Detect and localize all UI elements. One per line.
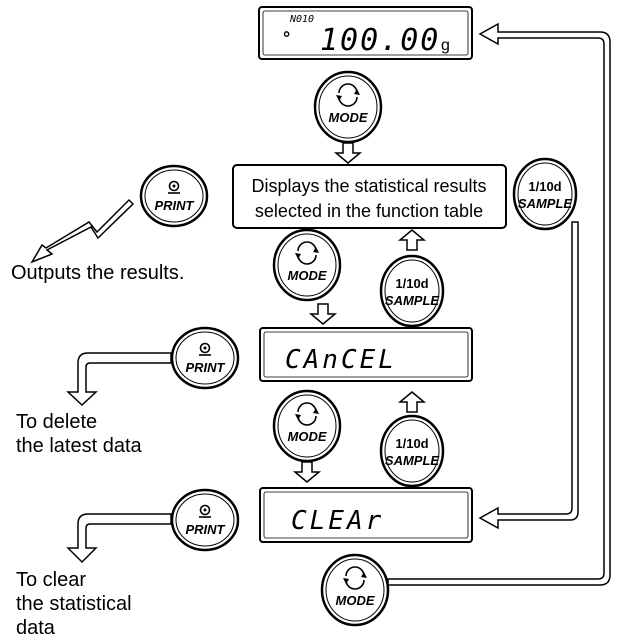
arrow-down-2 bbox=[310, 303, 336, 325]
return-loop-arrow bbox=[387, 22, 611, 586]
delete-curved-arrow bbox=[66, 352, 172, 407]
mode-key-2[interactable]: MODE bbox=[272, 228, 342, 302]
top-display-index: N010 bbox=[289, 14, 314, 25]
mode-key-4-label: MODE bbox=[336, 593, 375, 608]
clear-curved-arrow bbox=[66, 513, 172, 564]
print-key-2[interactable]: PRINT bbox=[170, 326, 240, 390]
caption-clear-1: To clear bbox=[16, 569, 86, 591]
caption-delete-1: To delete bbox=[16, 411, 97, 433]
caption-outputs: Outputs the results. bbox=[11, 262, 184, 284]
mode-key-1-label: MODE bbox=[329, 110, 368, 125]
results-box-line1: Displays the statistical results bbox=[251, 176, 486, 196]
results-box-line2: selected in the function table bbox=[255, 201, 483, 221]
sample-key-3-label-bottom: SAMPLE bbox=[385, 453, 440, 468]
arrow-down-3 bbox=[294, 461, 320, 483]
output-lightning-arrow bbox=[30, 198, 135, 264]
top-display: N010 ° 100.00 g bbox=[258, 6, 473, 60]
clear-display-text: CLEAr bbox=[291, 506, 384, 536]
print-key-2-label: PRINT bbox=[186, 360, 226, 375]
print-key-3-label: PRINT bbox=[186, 522, 226, 537]
top-display-unit: g bbox=[441, 37, 450, 54]
arrow-up-1 bbox=[399, 229, 425, 251]
sample-key-3[interactable]: 1/10d SAMPLE bbox=[379, 414, 445, 488]
print-key-3[interactable]: PRINT bbox=[170, 488, 240, 552]
sample-key-1-label-top: 1/10d bbox=[528, 179, 561, 194]
results-box: Displays the statistical results selecte… bbox=[232, 164, 507, 229]
top-display-value: 100.00 bbox=[320, 23, 440, 58]
caption-clear-3: data bbox=[16, 617, 56, 639]
clear-display: CLEAr bbox=[259, 487, 473, 543]
sample-key-2[interactable]: 1/10d SAMPLE bbox=[379, 254, 445, 328]
sample-key-3-label-top: 1/10d bbox=[395, 436, 428, 451]
mode-key-2-label: MODE bbox=[288, 268, 327, 283]
sample-key-1[interactable]: 1/10d SAMPLE bbox=[512, 157, 578, 231]
arrow-up-2 bbox=[399, 391, 425, 413]
caption-delete-2: the latest data bbox=[16, 435, 143, 457]
sample-to-clear-arrow bbox=[478, 221, 579, 530]
sample-key-2-label-bottom: SAMPLE bbox=[385, 293, 440, 308]
cancel-display: CAnCEL bbox=[259, 327, 473, 382]
sample-key-1-label-bottom: SAMPLE bbox=[518, 196, 573, 211]
print-key-1[interactable]: PRINT bbox=[139, 164, 209, 228]
arrow-down-1 bbox=[335, 142, 361, 164]
print-key-1-label: PRINT bbox=[155, 198, 195, 213]
mode-key-3[interactable]: MODE bbox=[272, 389, 342, 463]
sample-key-2-label-top: 1/10d bbox=[395, 276, 428, 291]
mode-key-3-label: MODE bbox=[288, 429, 327, 444]
cancel-display-text: CAnCEL bbox=[285, 345, 397, 375]
mode-key-1[interactable]: MODE bbox=[313, 70, 383, 144]
caption-clear-2: the statistical bbox=[16, 593, 132, 615]
mode-key-4[interactable]: MODE bbox=[320, 553, 390, 627]
top-display-dot: ° bbox=[283, 28, 290, 48]
